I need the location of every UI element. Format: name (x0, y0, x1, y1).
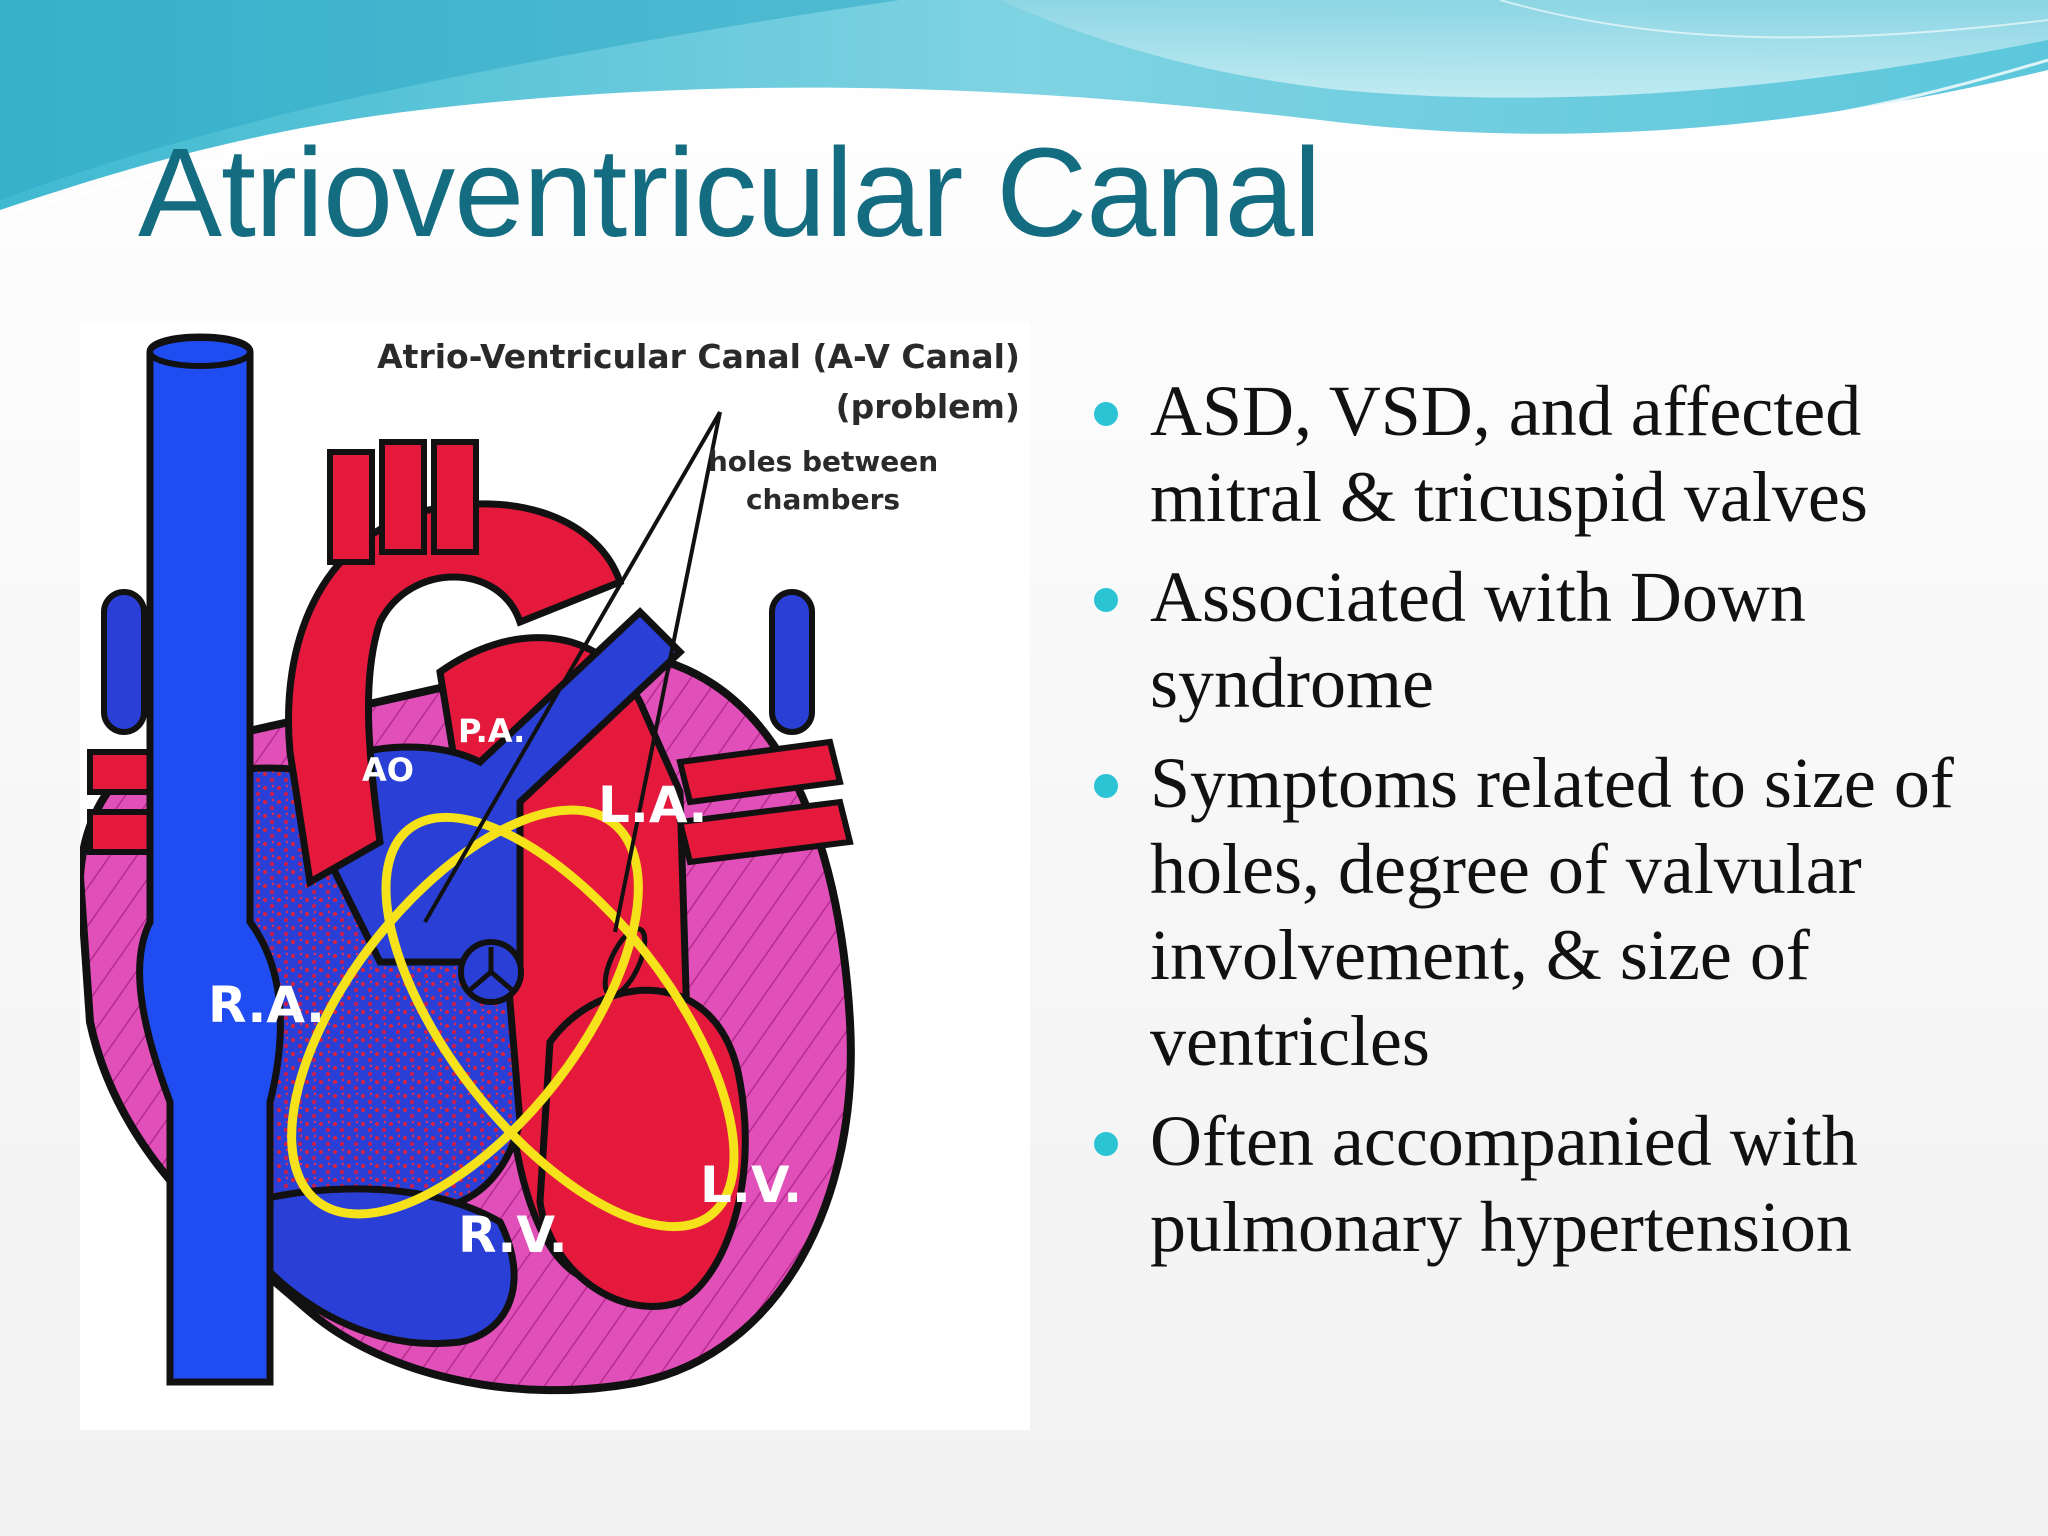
aortic-branch-1 (327, 449, 375, 565)
heart-illustration: Atrio-Ventricular Canal (A-V Canal) (pro… (80, 333, 1020, 1395)
vena-cava-opening (147, 335, 253, 369)
aortic-branch-3 (431, 439, 479, 555)
bullet-icon (1094, 774, 1118, 798)
pulmonary-vein-left (101, 589, 147, 735)
bullet-list: ASD, VSD, and affected mitral & tricuspi… (1088, 368, 2028, 1284)
highlight-ellipse-2 (381, 812, 739, 1232)
bullet-icon (1094, 588, 1118, 612)
heart-diagram: Atrio-Ventricular Canal (A-V Canal) (pro… (80, 322, 1030, 1430)
pulmonary-vein-right (769, 589, 815, 735)
right-ventricle-shape (245, 1185, 518, 1347)
callout-text-line1: holes between (708, 445, 938, 478)
left-ventricle-shape (536, 986, 749, 1310)
bullet-item: Associated with Down syndrome (1088, 554, 2028, 726)
highlight-ellipse-1 (287, 805, 643, 1219)
figure-heading-line2: (problem) (836, 387, 1020, 426)
callout-line-2 (613, 411, 722, 933)
label-ra: R.A. (208, 976, 325, 1034)
bullet-item: Symptoms related to size of holes, degre… (1088, 740, 2028, 1084)
aortic-branch-2 (379, 439, 427, 555)
label-rv: R.V. (458, 1206, 568, 1264)
bullet-text: Associated with Down syndrome (1150, 557, 1806, 723)
left-pulmonary-veins (676, 738, 854, 866)
label-pa: P.A. (458, 712, 525, 750)
slide-title: Atrioventricular Canal (138, 122, 1322, 263)
bullet-text: Often accompanied with pulmonary hyperte… (1150, 1101, 1858, 1267)
header-wave-decoration (0, 0, 2048, 229)
bullet-icon (1094, 402, 1118, 426)
figure-heading-line1: Atrio-Ventricular Canal (A-V Canal) (377, 337, 1020, 376)
bullet-text: Symptoms related to size of holes, degre… (1150, 743, 1954, 1081)
callout-text-line2: chambers (746, 483, 900, 516)
bullet-icon (1094, 1132, 1118, 1156)
label-la: L.A. (598, 776, 707, 834)
bullet-text: ASD, VSD, and affected mitral & tricuspi… (1150, 371, 1868, 537)
label-ao: AO (362, 751, 414, 789)
callout-line-1 (423, 410, 722, 924)
bullet-item: Often accompanied with pulmonary hyperte… (1088, 1098, 2028, 1270)
label-lv: L.V. (700, 1156, 802, 1214)
bullet-item: ASD, VSD, and affected mitral & tricuspi… (1088, 368, 2028, 540)
